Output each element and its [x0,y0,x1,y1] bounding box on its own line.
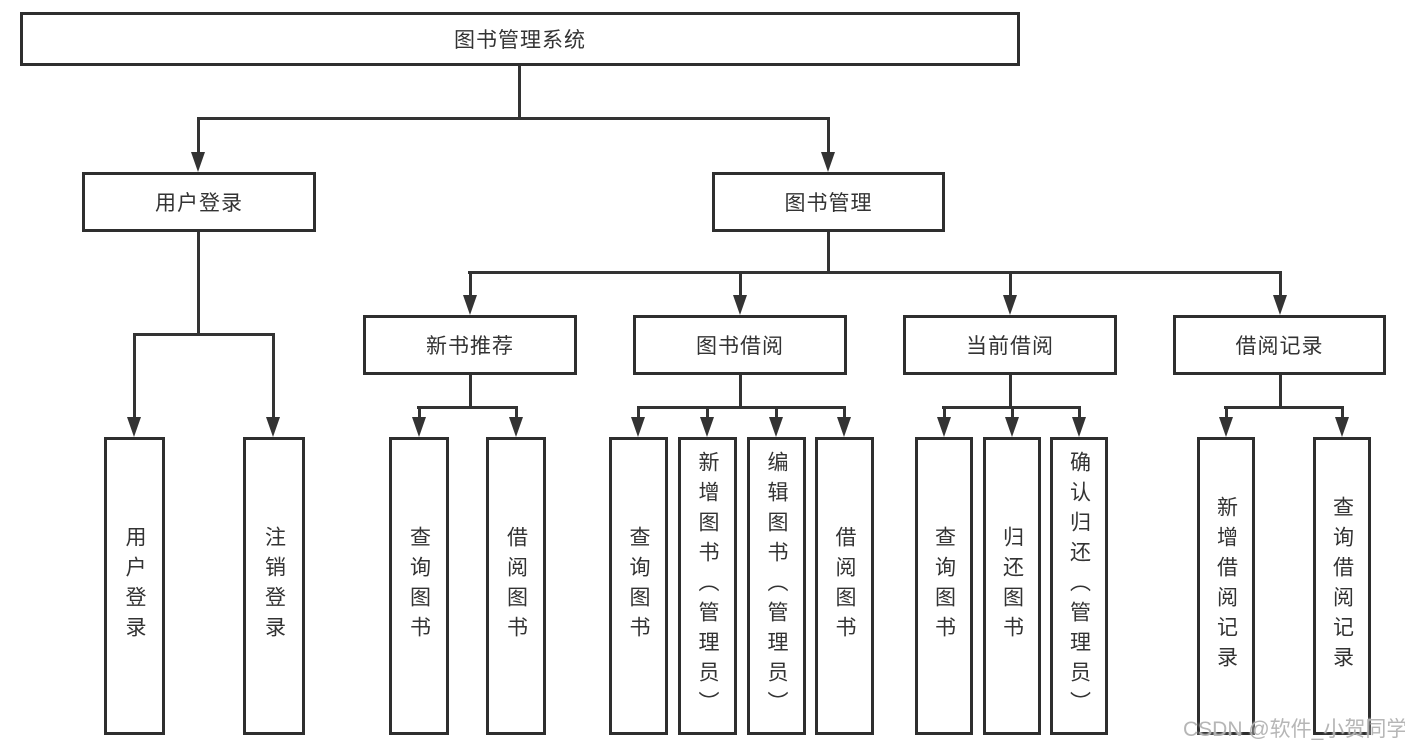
node-label: 查询借阅记录 [1330,496,1354,676]
node-leaf-borrow-books: 借阅图书 [815,437,874,735]
node-label: 新书推荐 [426,335,514,358]
node-label: 图书借阅 [696,335,784,358]
connector-arrowhead [769,417,783,437]
connector-line [827,232,830,274]
connector-arrowhead [837,417,851,437]
connector-arrowhead [733,295,747,315]
connector-line [843,406,846,420]
connector-arrowhead [821,152,835,172]
connector-line [197,117,830,120]
node-leaf-logout: 注销登录 [243,437,305,735]
node-label: 图书管理系统 [454,29,586,52]
connector-arrowhead [700,417,714,437]
node-label: 新增借阅记录 [1214,496,1238,676]
connector-arrowhead [509,417,523,437]
node-label: 查询图书 [407,526,431,646]
connector-arrowhead [412,417,426,437]
connector-line [1341,406,1344,420]
connector-line [1225,406,1228,420]
node-label: 确认归还（管理员） [1067,451,1091,721]
connector-arrowhead [463,295,477,315]
node-leaf-edit-book-admin: 编辑图书（管理员） [747,437,806,735]
connector-line [197,117,200,155]
node-label: 用户登录 [123,526,146,646]
node-library-management-system: 图书管理系统 [20,12,1020,66]
connector-line [1009,375,1012,409]
connector-line [637,406,640,420]
node-new-book-recommend: 新书推荐 [363,315,577,375]
node-book-borrowing: 图书借阅 [633,315,847,375]
node-borrowing-records: 借阅记录 [1173,315,1386,375]
connector-line [133,333,136,419]
connector-line [1009,271,1012,297]
node-label: 当前借阅 [966,335,1054,358]
node-label: 借阅图书 [833,526,856,646]
node-label: 图书管理 [784,192,873,215]
connector-line [197,232,200,336]
connector-line [739,375,742,409]
connector-arrowhead [631,417,645,437]
node-leaf-query-books-recommend: 查询图书 [389,437,449,735]
connector-arrowhead [1072,417,1086,437]
connector-arrowhead [1273,295,1287,315]
connector-line [1279,271,1282,297]
connector-line [469,271,472,297]
connector-arrowhead [127,417,141,437]
node-user-login: 用户登录 [82,172,316,232]
node-label: 查询图书 [932,526,956,646]
connector-line [775,406,778,420]
connector-line [515,406,518,420]
node-leaf-add-borrow-record: 新增借阅记录 [1197,437,1255,735]
node-leaf-user-login: 用户登录 [104,437,165,735]
node-label: 归还图书 [1000,526,1024,646]
connector-line [1279,375,1282,409]
node-leaf-query-books-borrowing: 查询图书 [609,437,668,735]
connector-line [739,271,742,297]
connector-arrowhead [266,417,280,437]
node-leaf-query-borrow-record: 查询借阅记录 [1313,437,1371,735]
connector-arrowhead [1005,417,1019,437]
watermark: CSDN @软件_小贺同学 [1183,718,1405,741]
connector-line [637,406,846,409]
node-label: 编辑图书（管理员） [765,451,788,721]
connector-line [518,66,521,119]
node-label: 借阅记录 [1235,335,1324,358]
connector-line [943,406,946,420]
node-label: 用户登录 [155,192,243,215]
connector-line [469,375,472,409]
connector-line [133,333,275,336]
connector-line [272,333,275,419]
node-book-management: 图书管理 [712,172,945,232]
connector-arrowhead [1003,295,1017,315]
connector-arrowhead [1335,417,1349,437]
node-label: 注销登录 [262,526,286,646]
connector-line [1224,406,1344,409]
node-leaf-add-book-admin: 新增图书（管理员） [678,437,737,735]
connector-line [418,406,421,420]
connector-line [1078,406,1081,420]
connector-line [417,406,518,409]
connector-line [706,406,709,420]
node-label: 借阅图书 [504,526,528,646]
connector-arrowhead [191,152,205,172]
connector-arrowhead [937,417,951,437]
connector-line [468,271,1281,274]
node-leaf-confirm-return-admin: 确认归还（管理员） [1050,437,1108,735]
connector-arrowhead [1219,417,1233,437]
connector-line [827,117,830,155]
connector-line [1011,406,1014,420]
node-leaf-return-book: 归还图书 [983,437,1041,735]
node-label: 新增图书（管理员） [696,451,719,721]
node-leaf-borrow-books-recommend: 借阅图书 [486,437,546,735]
node-label: 查询图书 [627,526,650,646]
node-current-borrowing: 当前借阅 [903,315,1117,375]
node-leaf-query-books-current: 查询图书 [915,437,973,735]
